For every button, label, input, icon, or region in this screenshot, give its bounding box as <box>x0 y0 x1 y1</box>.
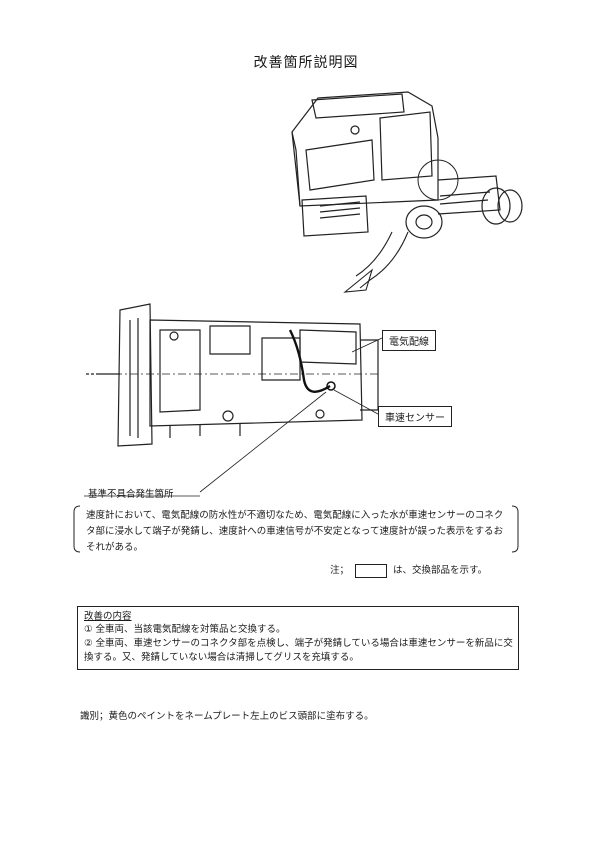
text-brackets <box>73 505 519 553</box>
sensor-marker <box>326 381 336 391</box>
defect-location-label: 基準不具合発生箇所 <box>88 489 174 500</box>
truck-drawing <box>291 91 523 239</box>
note: 注； は、交換部品を示す。 <box>330 562 487 578</box>
improvement-item: ① 全車両、当該電気配線を対策品と交換する。 <box>84 624 286 635</box>
pointer-arrow <box>343 231 409 293</box>
improvement-item: ② 全車両、車速センサーのコネクタ部を点検し、端子が発錆している場合は車速センサ… <box>84 638 513 663</box>
note-suffix: は、交換部品を示す。 <box>393 565 488 576</box>
leader-lines <box>84 337 383 497</box>
identification-note: 識別；黄色のペイントをネームプレート左上のビス頭部に塗布する。 <box>80 711 374 722</box>
sensor-label: 車速センサー <box>378 406 452 427</box>
note-prefix: 注； <box>330 565 350 576</box>
defect-description: 速度計において、電気配線の防水性が不適切なため、電気配線に入った水が車速センサー… <box>86 510 504 553</box>
wiring-line <box>288 329 331 393</box>
improvement-heading: 改善の内容 <box>84 611 132 622</box>
document-title: 改善箇所説明図 <box>253 55 359 71</box>
improvement-box <box>77 606 519 670</box>
transmission-drawing <box>86 303 380 447</box>
wiring-label: 電気配線 <box>382 330 436 351</box>
replacement-part-legend-box <box>355 563 388 578</box>
